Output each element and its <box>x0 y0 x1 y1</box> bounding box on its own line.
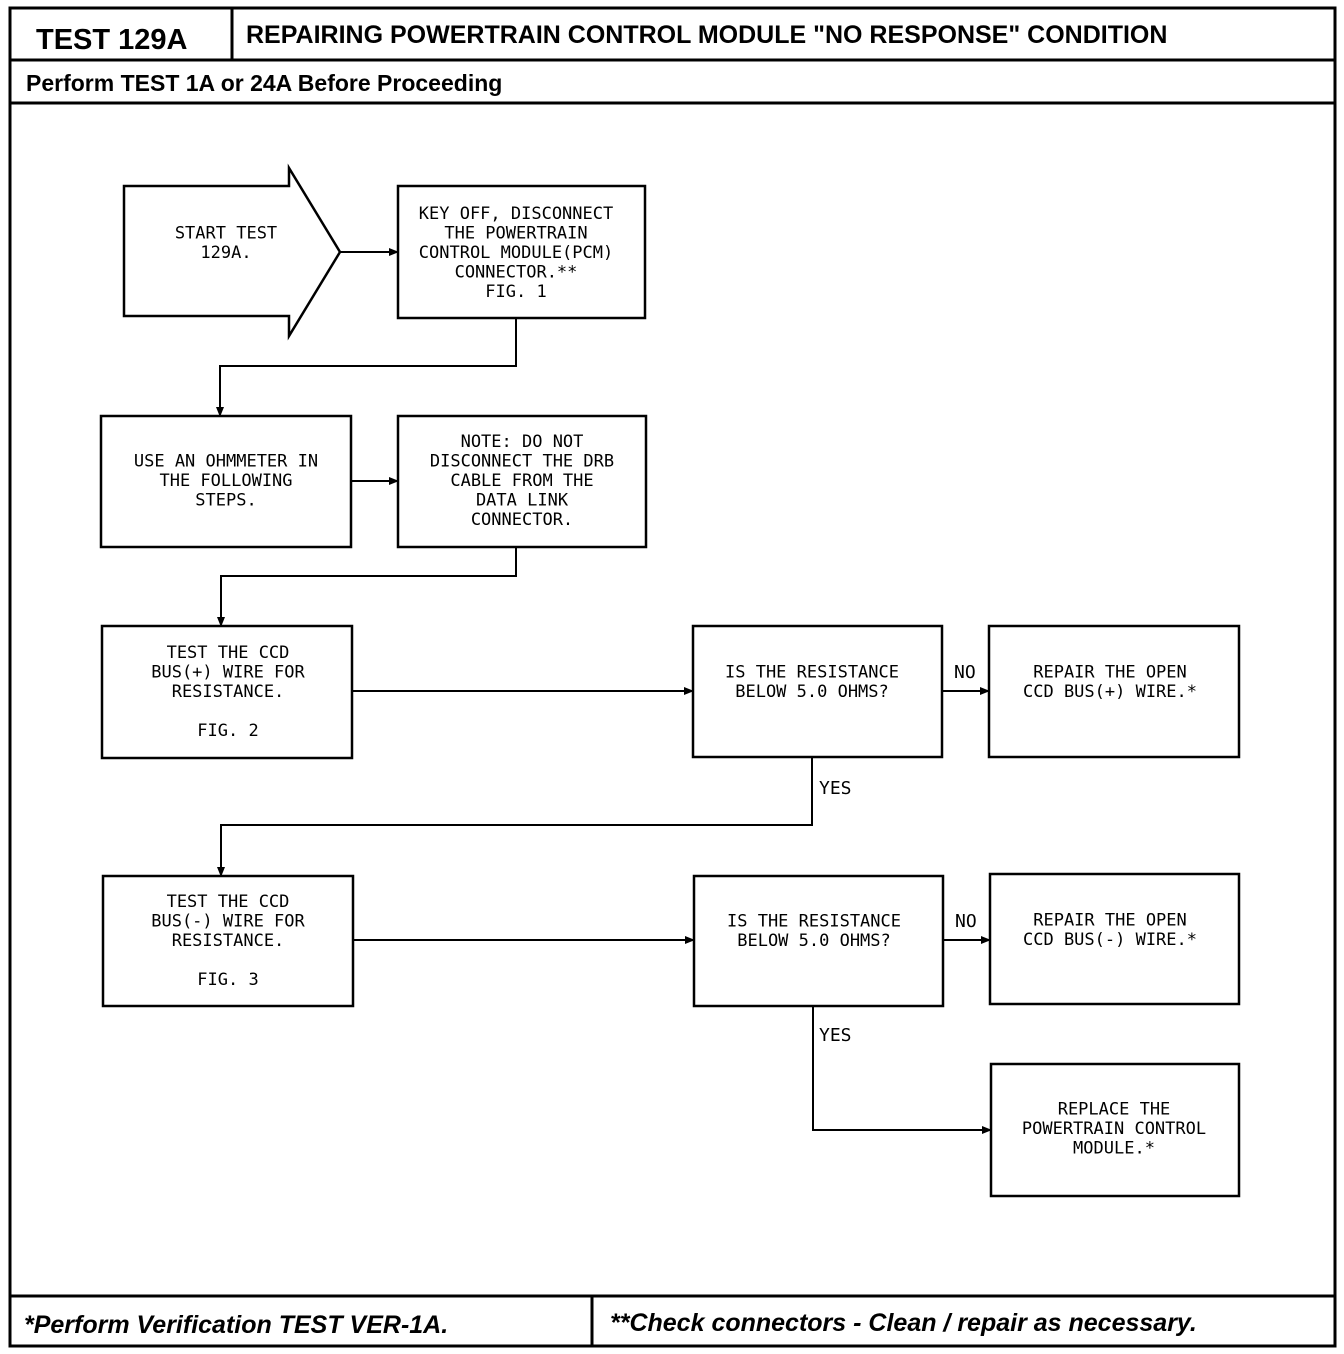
start-line: START TEST <box>175 223 277 243</box>
yes-label-plus: YES <box>819 778 852 799</box>
question-minus-yes-arrow <box>812 1006 992 1134</box>
question-plus-line: BELOW 5.0 OHMS? <box>735 682 889 702</box>
repair-plus-line: CCD BUS(+) WIRE.* <box>1023 682 1197 702</box>
test-minus-line: FIG. 3 <box>197 970 258 990</box>
step2-line: USE AN OHMMETER IN <box>134 452 318 472</box>
resistance-question-minus-box <box>692 874 945 1008</box>
note-line: NOTE: DO NOT <box>461 432 584 452</box>
replace-line: POWERTRAIN CONTROL <box>1022 1119 1206 1139</box>
step1-line: CONTROL MODULE(PCM) <box>419 243 613 263</box>
repair-minus-line: CCD BUS(-) WIRE.* <box>1023 930 1197 950</box>
disconnect-pcm-box <box>396 184 647 320</box>
step1-line: THE POWERTRAIN <box>444 224 587 244</box>
question-minus-line: BELOW 5.0 OHMS? <box>737 931 891 951</box>
step2-line: THE FOLLOWING <box>159 471 292 491</box>
test-id: TEST 129A <box>36 24 188 56</box>
start-line: 129A. <box>200 243 251 263</box>
step1-line: CONNECTOR.** <box>455 263 578 283</box>
replace-line: MODULE.* <box>1073 1139 1155 1159</box>
replace-pcm-box <box>989 1062 1241 1198</box>
replace-line: REPLACE THE <box>1058 1100 1171 1120</box>
test-plus-line: BUS(+) WIRE FOR <box>151 663 305 683</box>
step2-line: STEPS. <box>195 491 256 511</box>
test-plus-line: RESISTANCE. <box>172 682 285 702</box>
resistance-question-plus-box <box>691 624 944 759</box>
note-line: CABLE FROM THE <box>450 471 593 491</box>
test-minus-line: TEST THE CCD <box>167 892 290 912</box>
question-minus-line: IS THE RESISTANCE <box>727 911 901 931</box>
note-line: CONNECTOR. <box>471 510 573 530</box>
repair-plus-line: REPAIR THE OPEN <box>1033 662 1187 682</box>
drb-cable-note-box <box>396 414 648 549</box>
no-label-plus: NO <box>954 662 976 683</box>
note-line: DISCONNECT THE DRB <box>430 452 614 472</box>
disconnect-to-ohmmeter-arrow <box>216 318 517 417</box>
page-border <box>8 6 1337 1348</box>
test-plus-line: TEST THE CCD <box>167 643 290 663</box>
step1-line: KEY OFF, DISCONNECT <box>419 204 613 224</box>
test-minus-line: BUS(-) WIRE FOR <box>151 912 305 932</box>
repair-minus-line: REPAIR THE OPEN <box>1033 910 1187 930</box>
footer-verification-note: *Perform Verification TEST VER-1A. <box>24 1311 448 1339</box>
use-ohmmeter-box <box>99 414 353 549</box>
yes-label-minus: YES <box>819 1025 852 1046</box>
note-to-test-plus-arrow <box>217 547 517 627</box>
repair-bus-plus-box <box>987 624 1241 759</box>
note-line: DATA LINK <box>476 491 569 511</box>
start-arrow-shape <box>122 163 342 341</box>
page-title: REPAIRING POWERTRAIN CONTROL MODULE "NO … <box>246 21 1167 49</box>
test-plus-line: FIG. 2 <box>197 721 258 741</box>
question-plus-yes-arrow <box>217 757 813 877</box>
question-plus-line: IS THE RESISTANCE <box>725 662 899 682</box>
step1-line: FIG. 1 <box>485 282 546 302</box>
prerequisite-note: Perform TEST 1A or 24A Before Proceeding <box>26 70 502 96</box>
test-minus-line: RESISTANCE. <box>172 931 285 951</box>
footer-connectors-note: **Check connectors - Clean / repair as n… <box>610 1309 1197 1337</box>
repair-bus-minus-box <box>988 872 1241 1006</box>
no-label-minus: NO <box>955 911 977 932</box>
